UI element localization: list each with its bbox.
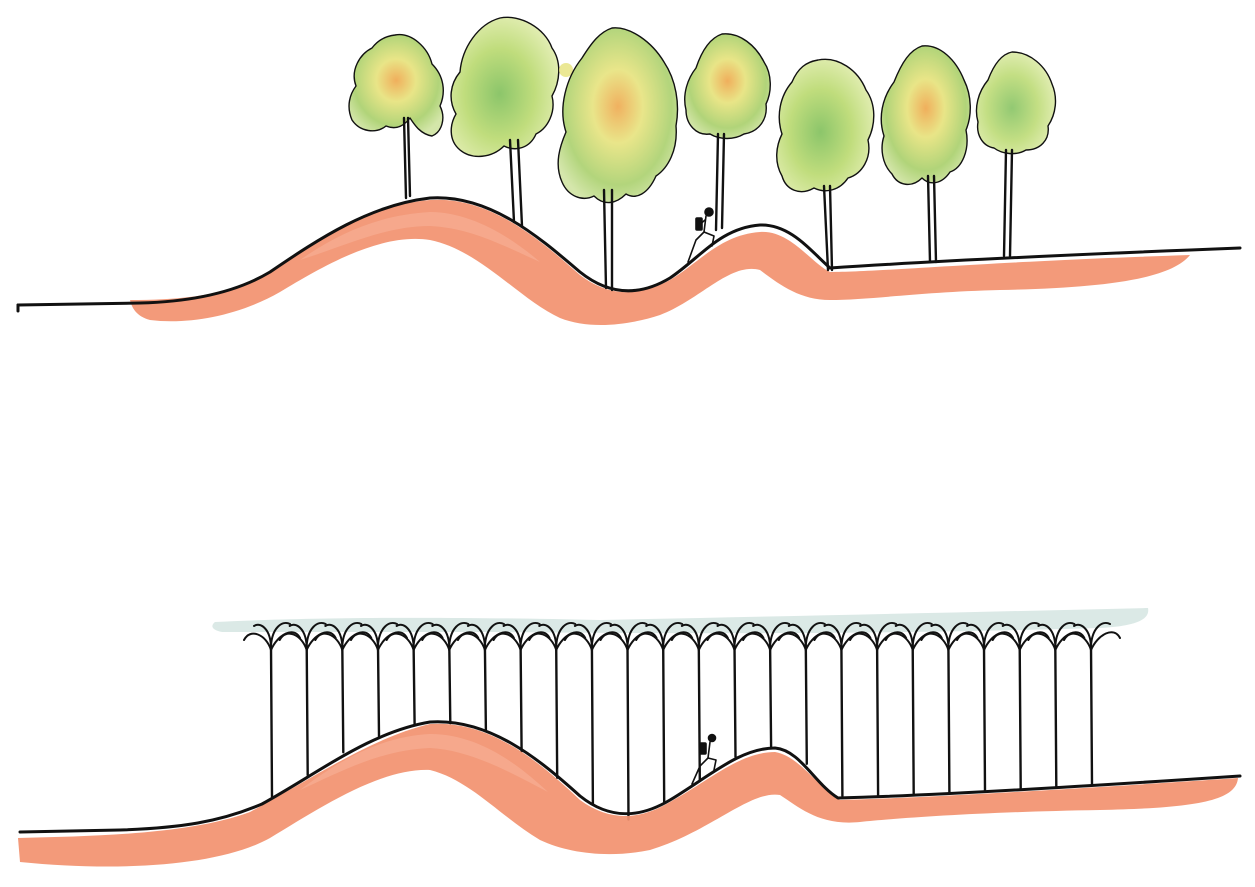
top-soil-band bbox=[130, 200, 1190, 325]
column-tree bbox=[814, 623, 870, 796]
broadleaf-trees bbox=[349, 17, 1055, 290]
column-tree bbox=[529, 623, 585, 778]
column-tree bbox=[957, 623, 1013, 791]
broadleaf-tree bbox=[685, 34, 771, 230]
column-tree bbox=[601, 623, 657, 820]
column-tree bbox=[636, 623, 692, 803]
broadleaf-tree bbox=[976, 52, 1055, 256]
column-tree bbox=[244, 623, 300, 797]
bottom-panel bbox=[18, 608, 1240, 867]
column-tree bbox=[422, 623, 478, 723]
column-tree bbox=[1028, 623, 1084, 787]
column-tree bbox=[351, 623, 407, 736]
column-tree bbox=[993, 623, 1049, 789]
top-panel bbox=[18, 17, 1240, 325]
column-tree bbox=[494, 623, 550, 751]
top-ground-line bbox=[18, 198, 1240, 305]
column-tree bbox=[779, 623, 835, 764]
column-tree bbox=[387, 623, 443, 724]
column-tree bbox=[743, 623, 799, 747]
broadleaf-tree bbox=[777, 59, 874, 270]
column-tree bbox=[280, 623, 336, 775]
column-tree bbox=[315, 623, 371, 752]
column-tree bbox=[886, 623, 942, 794]
broadleaf-tree bbox=[881, 46, 970, 262]
column-tree bbox=[458, 623, 514, 731]
column-tree bbox=[672, 623, 728, 780]
column-tree bbox=[565, 623, 621, 805]
broadleaf-tree bbox=[451, 17, 573, 226]
column-tree bbox=[850, 623, 906, 795]
broadleaf-tree bbox=[349, 35, 443, 198]
canopy-wash bbox=[212, 608, 1148, 633]
broadleaf-tree bbox=[558, 28, 677, 290]
column-tree bbox=[921, 623, 977, 793]
column-tree bbox=[1064, 623, 1120, 785]
